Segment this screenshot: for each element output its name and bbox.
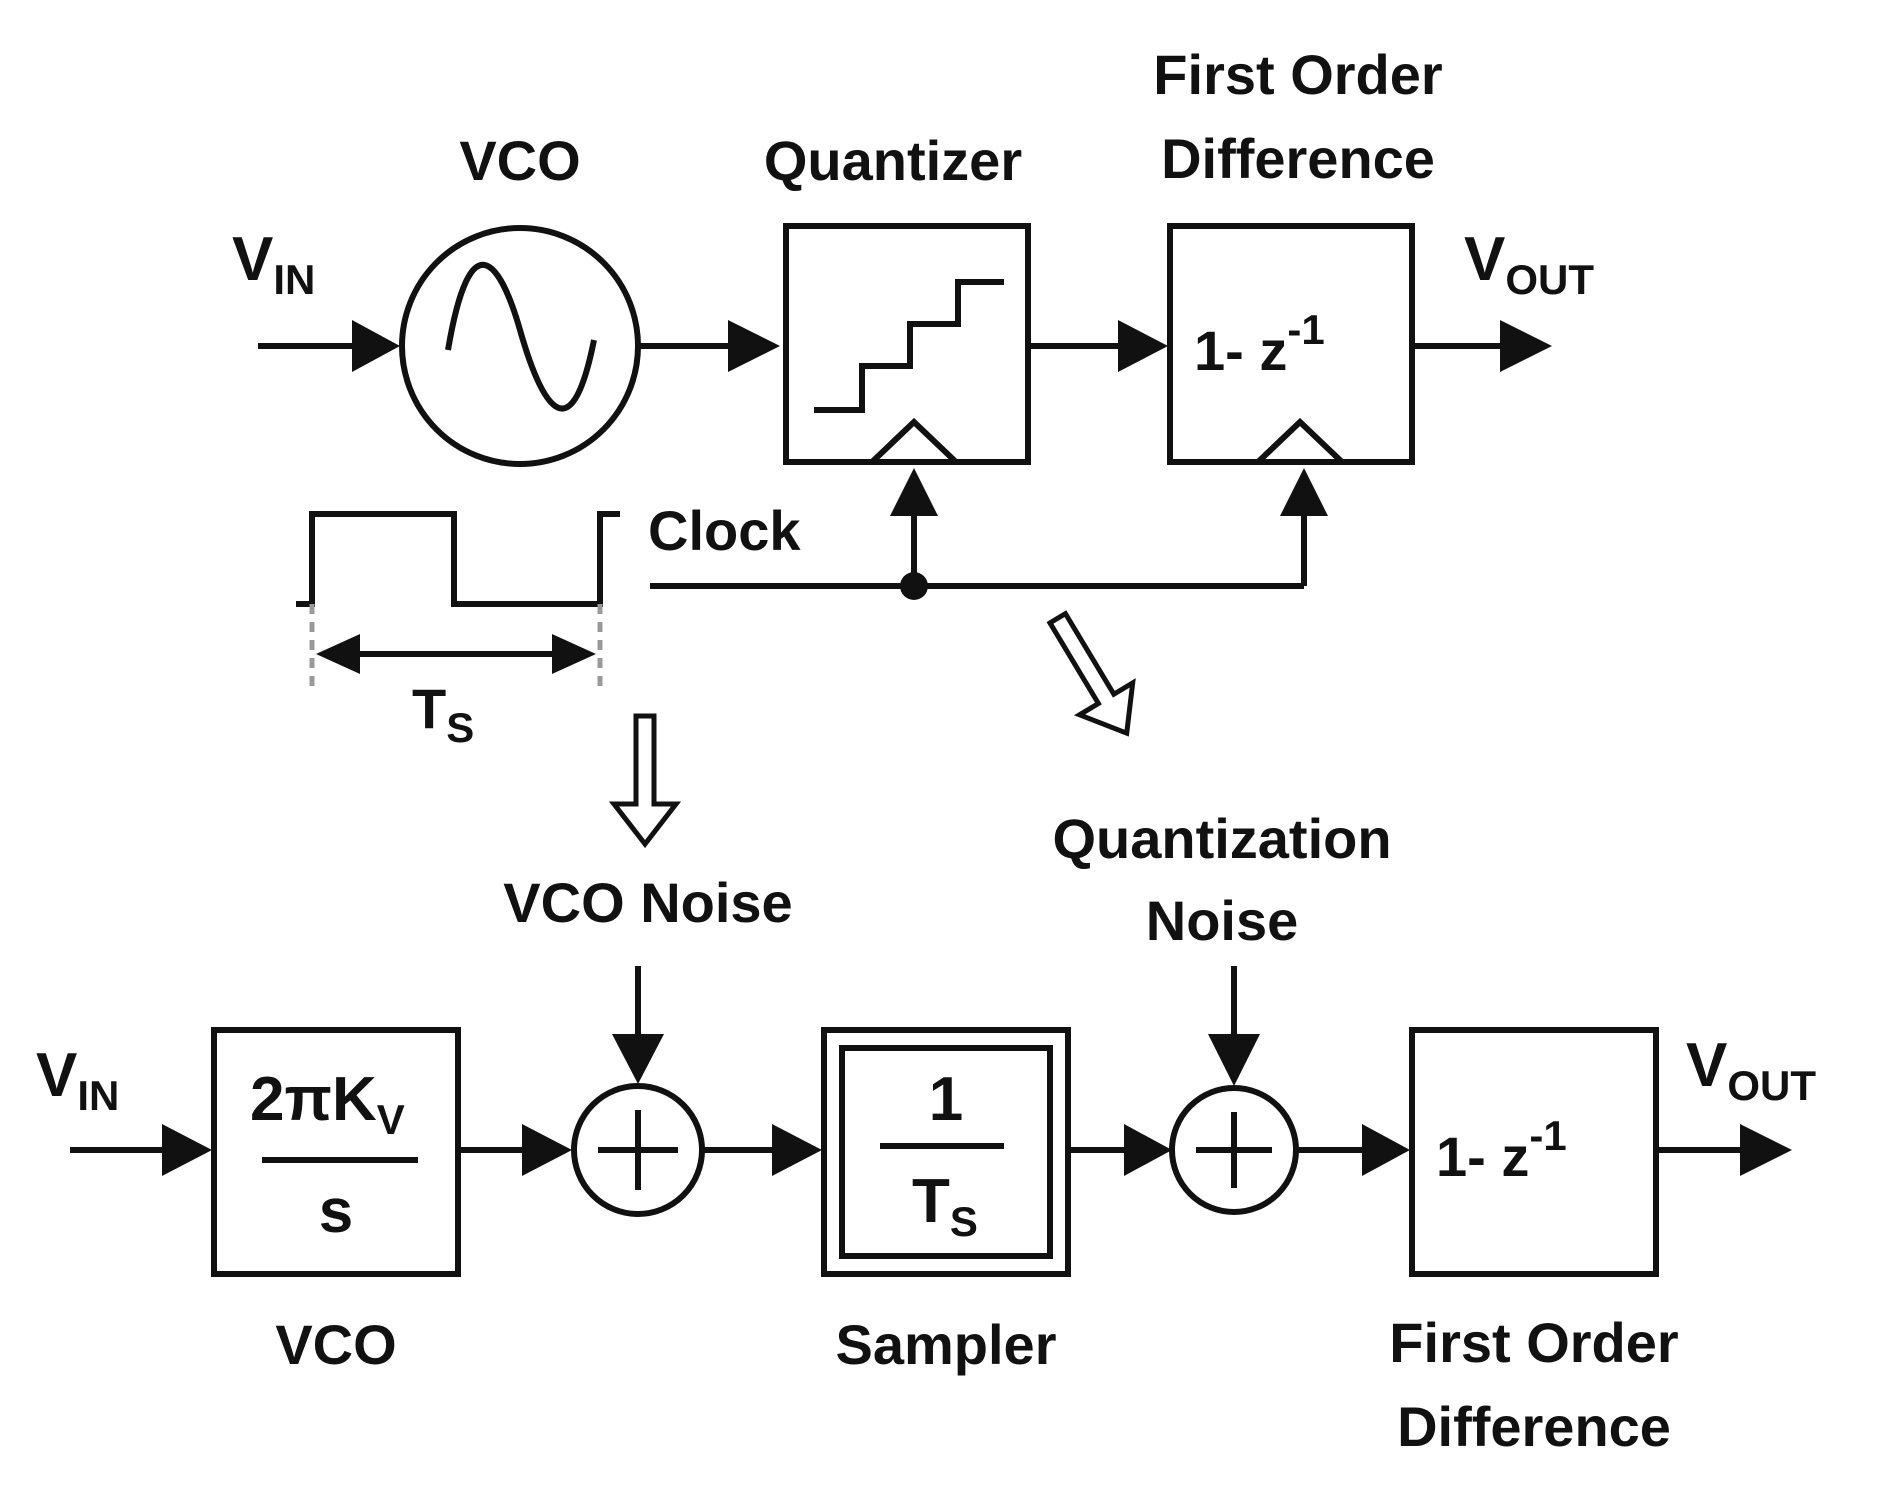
vco-numerator: 2πKV	[250, 1065, 405, 1143]
bottom-difference-label-line2: Difference	[1397, 1395, 1671, 1458]
bottom-output-arrowhead	[1740, 1124, 1792, 1176]
sine-wave-in-circle-icon	[399, 225, 641, 467]
quantizer-clock-edge-triangle-icon	[869, 417, 959, 465]
bottom-diagram: VCO Noise Quantization Noise VIN 2πKV s …	[36, 807, 1816, 1458]
clock-waveform	[296, 511, 620, 690]
bottom-input-arrowhead	[162, 1124, 212, 1176]
double-line-arrow-icon	[608, 713, 682, 849]
top-quantizer-to-difference-arrowhead	[1118, 320, 1168, 372]
sampler-denominator: TS	[912, 1167, 978, 1245]
top-difference-label-line1: First Order	[1153, 43, 1442, 106]
top-difference-label-line2: Difference	[1161, 127, 1435, 190]
vco-denominator: s	[319, 1177, 353, 1246]
bottom-vin-label: VIN	[36, 1041, 119, 1119]
clock-label: Clock	[648, 499, 801, 562]
top-vco-label: VCO	[459, 129, 580, 192]
vco-noise-plus-in-circle-icon	[571, 1083, 705, 1217]
top-difference-function: 1- z-1	[1194, 306, 1325, 382]
sampler-numerator: 1	[929, 1065, 963, 1134]
bottom-vco-to-summer-arrowhead	[522, 1124, 572, 1176]
top-quantizer-label: Quantizer	[764, 129, 1022, 192]
bottom-vco-label: VCO	[275, 1313, 396, 1376]
vco-noise-label: VCO Noise	[503, 871, 792, 934]
bottom-sampler-to-summer-arrowhead	[1124, 1124, 1172, 1176]
clock-period-label: TS	[412, 677, 474, 751]
sampler-inner-box	[839, 1045, 1053, 1259]
top-vout-label: VOUT	[1464, 225, 1594, 303]
quantization-noise-label-line2: Noise	[1146, 889, 1299, 952]
bottom-difference-function: 1- z-1	[1436, 1112, 1567, 1188]
top-diagram: VIN VCO Quantizer First Order Difference…	[232, 43, 1594, 849]
quantization-noise-arrowhead	[1208, 1034, 1260, 1086]
quantization-noise-plus-in-circle-icon	[1169, 1085, 1299, 1215]
quantization-noise-label-line1: Quantization	[1052, 807, 1391, 870]
bottom-difference-label-line1: First Order	[1389, 1311, 1678, 1374]
top-vin-label: VIN	[232, 225, 315, 303]
sampler-label: Sampler	[836, 1313, 1057, 1376]
staircase-icon	[814, 279, 1004, 413]
double-line-arrow-diagonal-icon	[1046, 610, 1136, 737]
clock-distribution	[650, 468, 1328, 600]
top-vco-to-quantizer-arrowhead	[728, 320, 780, 372]
difference-clock-edge-triangle-icon	[1255, 417, 1345, 465]
bottom-vout-label: VOUT	[1686, 1031, 1816, 1109]
bottom-summer-to-sampler-arrowhead	[772, 1124, 822, 1176]
top-input-arrowhead	[352, 320, 400, 372]
bottom-summer-to-difference-arrowhead	[1362, 1124, 1410, 1176]
vco-noise-arrowhead	[612, 1034, 664, 1084]
top-output-arrowhead	[1500, 320, 1552, 372]
